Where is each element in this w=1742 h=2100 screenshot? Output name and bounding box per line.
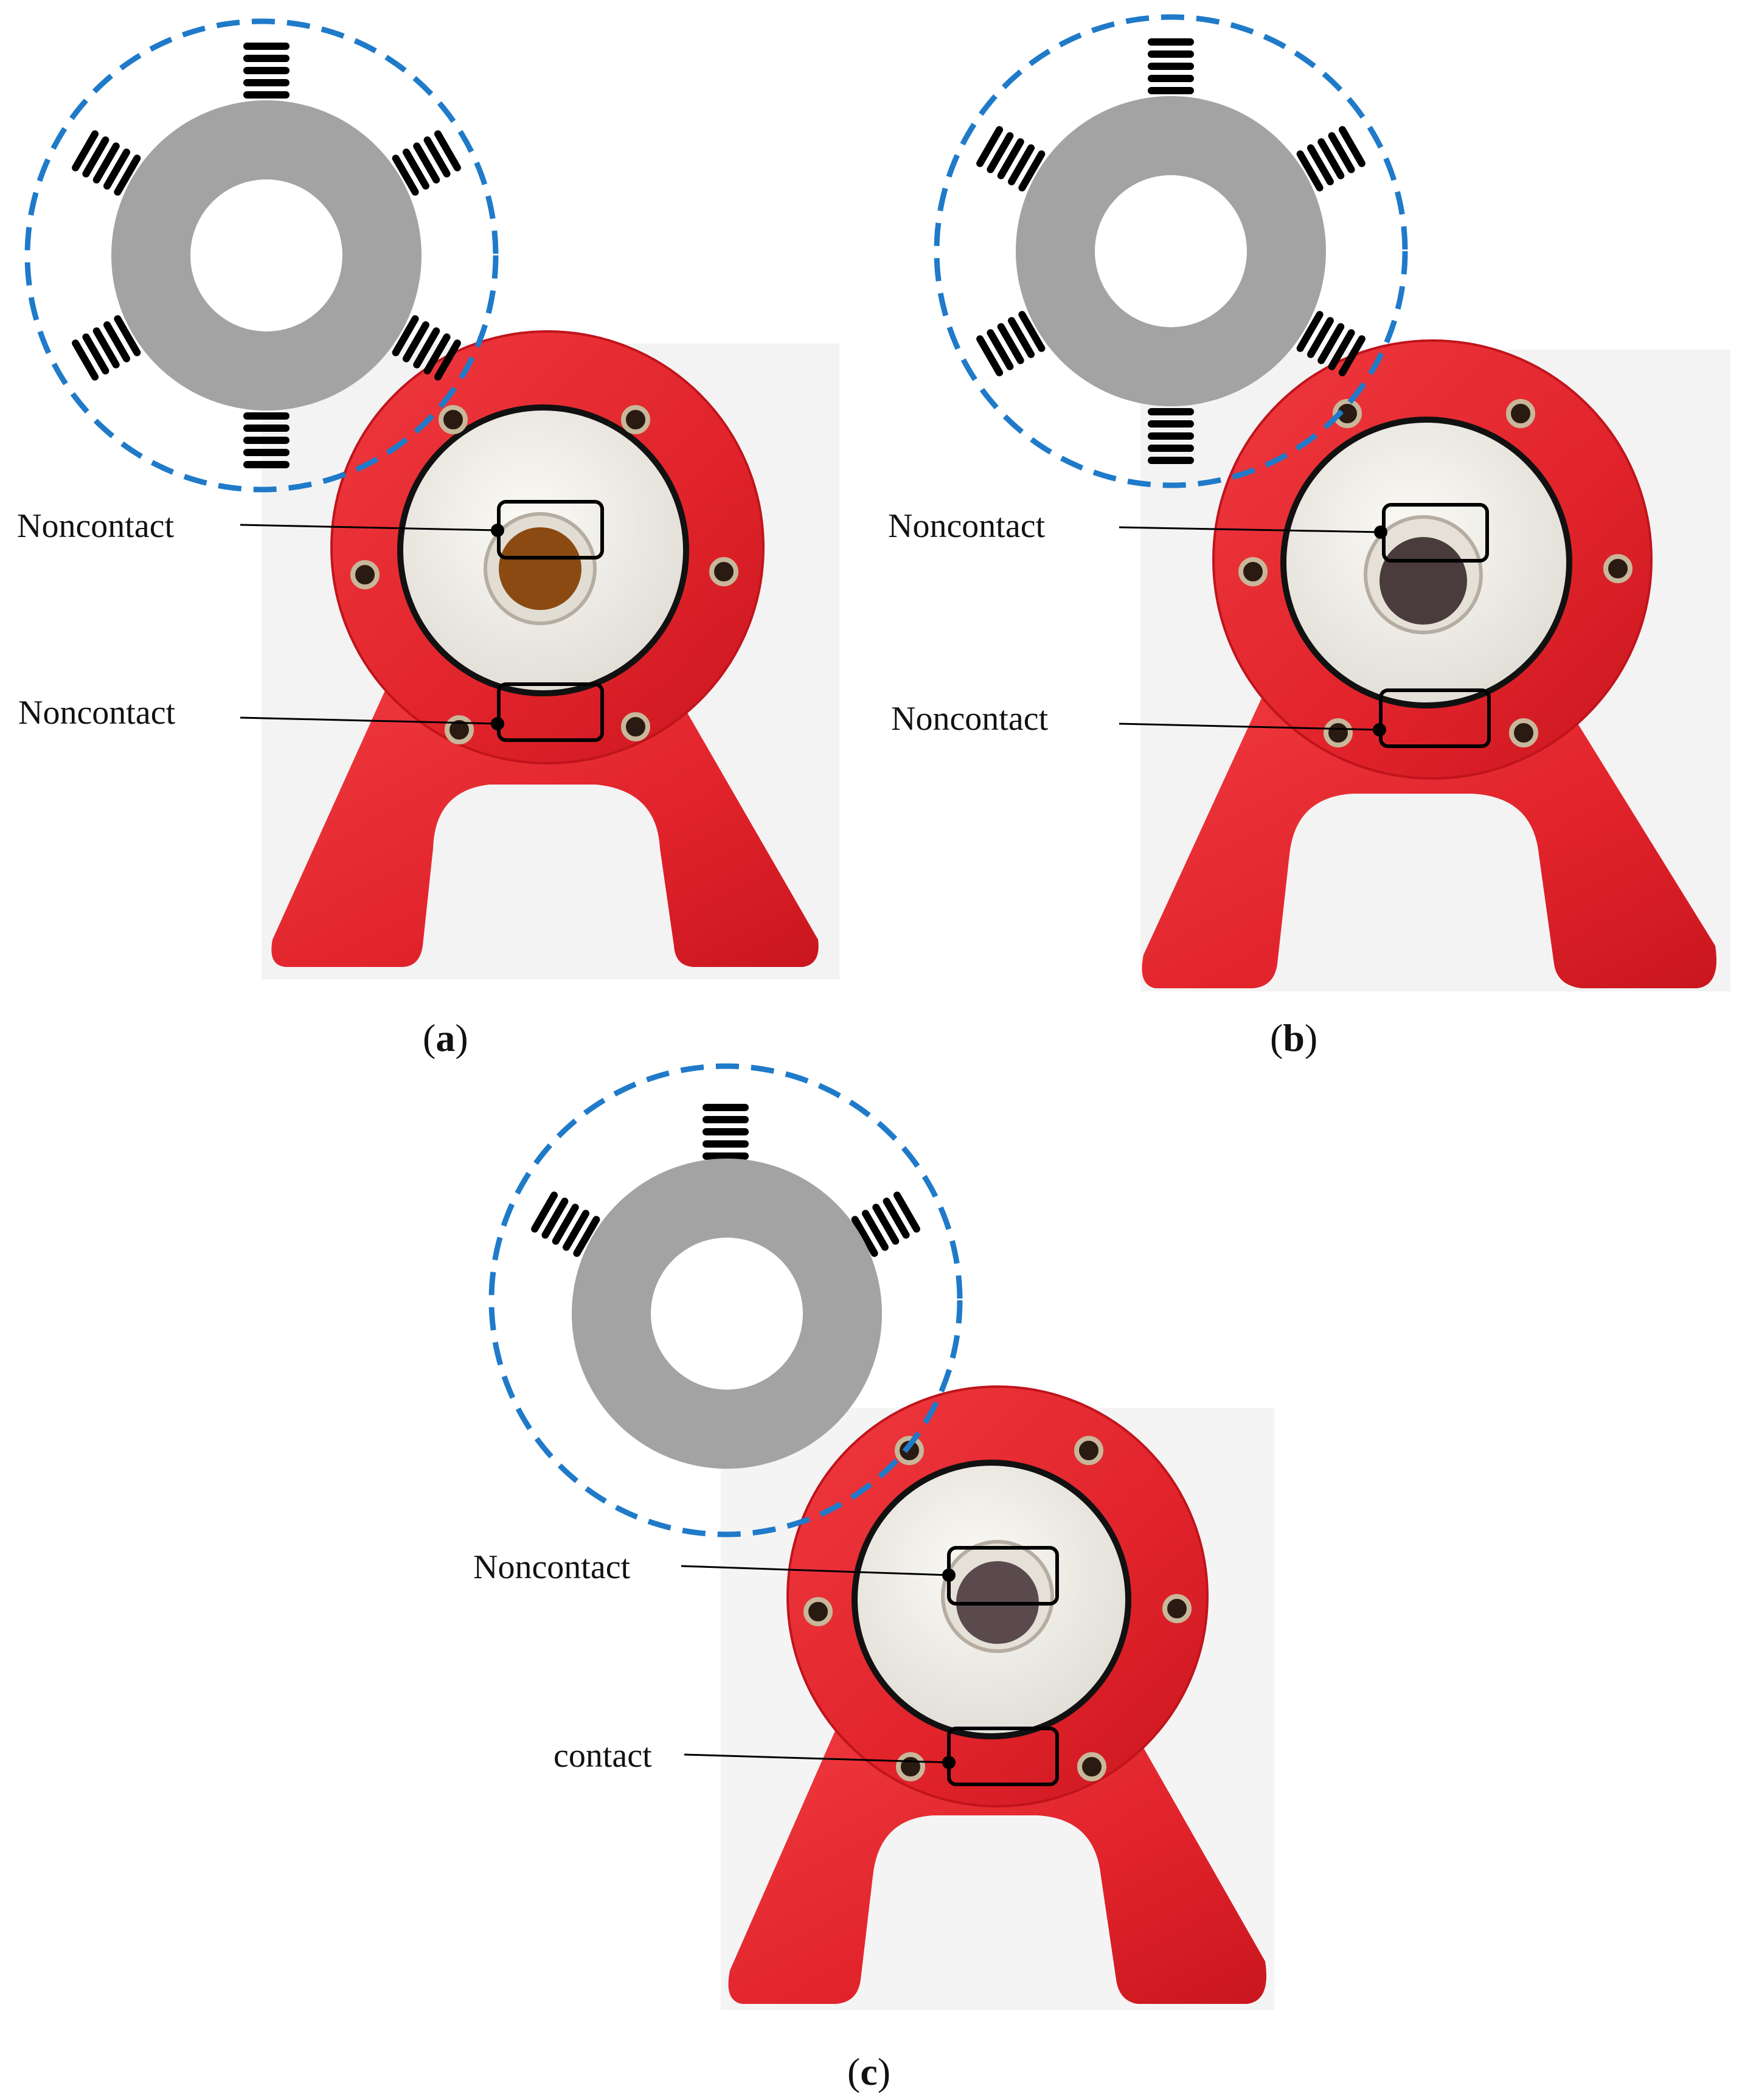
callout-dot <box>942 1568 956 1582</box>
label-lower: contact <box>553 1737 652 1775</box>
leader-line <box>1119 723 1380 731</box>
dashed-boundary <box>488 1063 963 1537</box>
bolt-hole <box>895 1436 924 1465</box>
bearing-schematic <box>488 1063 963 1537</box>
bearing-ring <box>572 1159 883 1469</box>
springs <box>72 43 461 468</box>
caption-letter: c <box>860 2050 877 2093</box>
bolt-holes <box>803 1436 1192 1781</box>
housing-stand <box>1142 690 1716 988</box>
caption-a: (a) <box>423 1016 468 1059</box>
bolt-holes <box>1238 399 1633 747</box>
bolt-hole <box>896 1752 925 1781</box>
bolt-hole <box>803 1597 833 1626</box>
label-lower: Noncontact <box>891 700 1049 738</box>
bolt-hole <box>1162 1594 1192 1623</box>
bolt-hole <box>1238 557 1268 586</box>
bore <box>499 527 581 610</box>
leader-line <box>681 1565 949 1576</box>
callout-dot <box>1374 525 1387 539</box>
housing-stand <box>728 1721 1266 2004</box>
spring <box>243 412 290 468</box>
bolt-hole <box>439 405 468 434</box>
spring <box>1296 126 1365 192</box>
bolt-hole <box>1333 399 1362 428</box>
bearing-ring <box>111 100 422 411</box>
leader-line <box>1119 526 1381 533</box>
housing-photo <box>271 330 819 967</box>
bolt-hole <box>621 405 650 434</box>
panel-a: Noncontact Noncontact (a) <box>17 18 839 1059</box>
spring <box>1148 38 1194 94</box>
bolt-hole <box>1603 554 1633 583</box>
bolt-hole <box>1077 1752 1106 1781</box>
spring <box>72 130 141 196</box>
dashed-boundary <box>24 18 499 493</box>
leader-line <box>240 716 498 725</box>
spring <box>392 315 461 381</box>
label-upper: Noncontact <box>17 507 175 545</box>
bolt-hole <box>621 712 650 741</box>
label-upper: Noncontact <box>888 507 1046 545</box>
housing-photo <box>728 1385 1266 2004</box>
label-lower: Noncontact <box>18 694 176 732</box>
bearing-schematic <box>934 14 1408 488</box>
label-upper: Noncontact <box>473 1548 631 1586</box>
bolt-hole <box>1509 718 1538 747</box>
spring <box>703 1104 749 1160</box>
panel-c: Noncontact contact (c) <box>473 1063 1274 2093</box>
spring <box>1148 408 1194 464</box>
spring <box>392 130 461 196</box>
callout-dot <box>942 1756 956 1769</box>
bolt-hole <box>1074 1436 1103 1465</box>
bolt-hole <box>1506 399 1535 428</box>
callout-box <box>497 682 604 742</box>
spring <box>976 126 1046 192</box>
bolt-holes <box>350 405 738 744</box>
panel-b: Noncontact Noncontact (b) <box>888 14 1730 1059</box>
callout-dot <box>1373 723 1386 736</box>
spring <box>72 315 141 381</box>
springs <box>976 38 1365 464</box>
bolt-hole <box>350 560 380 589</box>
spring <box>1296 311 1365 376</box>
leader-line <box>240 524 498 532</box>
bearing-schematic <box>24 18 499 493</box>
spring <box>243 43 290 99</box>
callout-box <box>1379 688 1491 748</box>
caption-letter: b <box>1283 1016 1305 1059</box>
caption-b: (b) <box>1270 1016 1317 1059</box>
bore <box>1379 537 1467 625</box>
annotations: Noncontact Noncontact <box>888 503 1491 748</box>
annotations: Noncontact contact <box>473 1546 1059 1786</box>
spring <box>851 1191 920 1257</box>
leader-line <box>684 1753 949 1764</box>
bolt-hole <box>709 557 738 586</box>
housing-stand <box>271 681 819 967</box>
annotations: Noncontact Noncontact <box>17 500 604 742</box>
spring <box>531 1191 600 1257</box>
spring <box>976 311 1046 376</box>
bolt-hole <box>445 715 474 744</box>
caption-letter: a <box>436 1016 455 1059</box>
caption-c: (c) <box>847 2050 890 2093</box>
callout-dot <box>491 524 504 537</box>
springs <box>531 1104 920 1257</box>
bolt-hole <box>1324 718 1353 747</box>
dashed-boundary <box>934 14 1408 488</box>
callout-dot <box>491 717 504 730</box>
bearing-ring <box>1016 96 1327 406</box>
